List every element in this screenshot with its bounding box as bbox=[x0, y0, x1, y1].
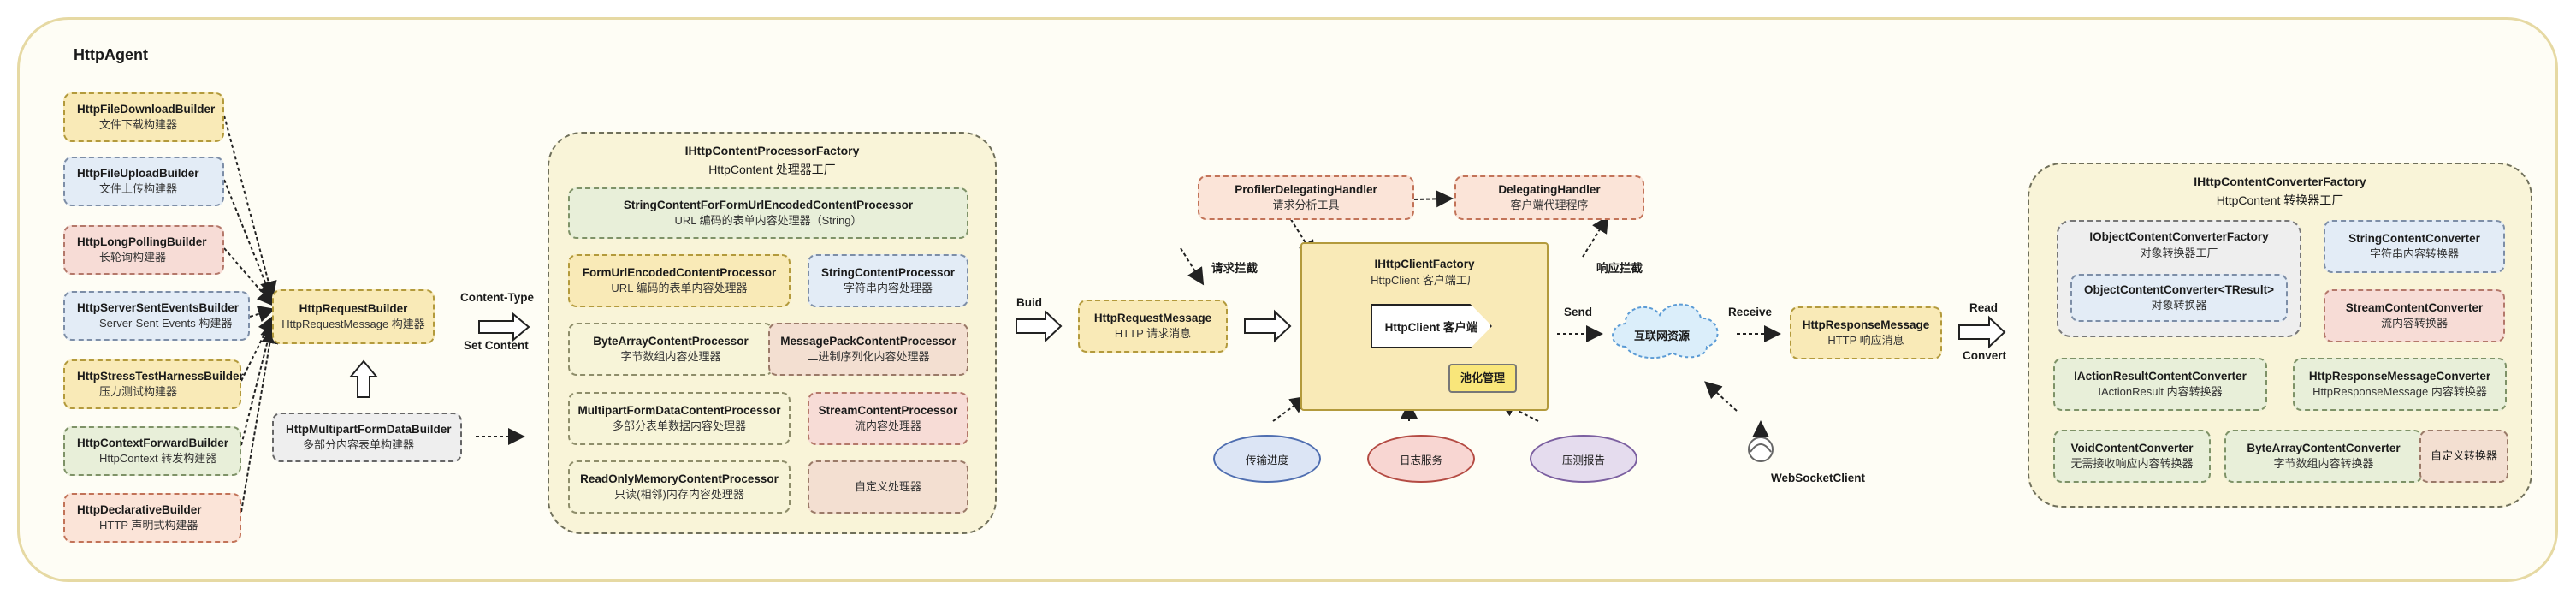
send-label: Send bbox=[1564, 306, 1593, 318]
receive-label: Receive bbox=[1728, 306, 1773, 318]
pool-management: 池化管理 bbox=[1448, 364, 1517, 393]
processor-string-form: StringContentForFormUrlEncodedContentPro… bbox=[568, 187, 968, 239]
content-type-label: Content-Type bbox=[460, 291, 534, 304]
service-progress: 传输进度 bbox=[1213, 435, 1321, 483]
httpclient-shape: HttpClient 客户端 bbox=[1371, 304, 1492, 348]
service-stress-report: 压测报告 bbox=[1530, 435, 1637, 483]
custom-converter: 自定义转换器 bbox=[2419, 430, 2508, 483]
internet-resource: 互联网资源 bbox=[1634, 330, 1691, 342]
object-converter: ObjectContentConverter<TResult>对象转换器 bbox=[2070, 274, 2288, 322]
read-label: Read bbox=[1969, 301, 1999, 314]
set-content-label: Set Content bbox=[464, 339, 529, 352]
diagram-title: HttpAgent bbox=[74, 46, 148, 63]
processor-custom: 自定义处理器 bbox=[808, 460, 968, 514]
service-logging: 日志服务 bbox=[1367, 435, 1475, 483]
convert-label: Convert bbox=[1963, 349, 2007, 362]
request-intercept-label: 请求拦截 bbox=[1211, 262, 1258, 275]
build-label: Buid bbox=[1016, 296, 1042, 309]
response-intercept-label: 响应拦截 bbox=[1596, 262, 1643, 275]
websocket-client: WebSocketClient bbox=[1771, 472, 1866, 484]
